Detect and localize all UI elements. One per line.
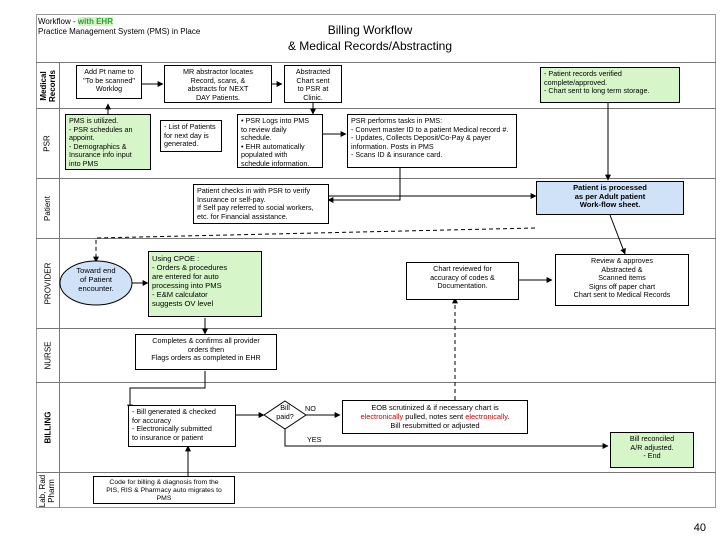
billing-reconciled-end-box: Bill reconciled A/R adjusted. - End — [610, 432, 694, 468]
nurse-confirm-orders-box: Completes & confirms all provider orders… — [135, 334, 277, 370]
billing-decision-label: Bill paid? — [276, 403, 294, 421]
lab-code-migrates-box: Code for billing & diagnosis from the PI… — [93, 476, 235, 504]
provider-start-ellipse — [59, 260, 133, 306]
lane-provider: PROVIDER — [36, 238, 716, 328]
psr-pms-utilized-box: PMS is utilized. - PSR schedules an appo… — [65, 114, 151, 170]
mr-abstractor-box: MR abstractor locates Record, scans, & a… — [164, 65, 272, 103]
arrow-pat2-to-ellipse — [93, 227, 536, 263]
patient-checks-in-box: Patient checks in with PSR to verify Ins… — [193, 184, 329, 224]
provider-encounter-label: Toward end of Patient encounter. — [76, 266, 116, 293]
billing-eob-box: EOB scrutinized & if necessary chart is … — [342, 400, 528, 434]
psr-tasks-in-pms-box: PSR performs tasks in PMS: - Convert mas… — [347, 114, 517, 168]
header-subtitle: Practice Management System (PMS) in Plac… — [38, 27, 201, 36]
lane-patient: Patient — [36, 178, 716, 238]
decision-yes-label: YES — [307, 435, 322, 444]
psr-patient-list-box: - List of Patients for next day is gener… — [160, 120, 222, 152]
header-left: Workflow - with EHR Practice Management … — [38, 17, 200, 37]
lane-billing: BILLING — [36, 382, 716, 472]
psr-logs-into-pms-box: • PSR Logs into PMS to review daily sche… — [237, 114, 323, 168]
patient-processed-box: Patient is processed as per Adult patien… — [536, 181, 684, 215]
decision-diamond — [263, 400, 307, 430]
eob-electronically-1: electronically — [360, 412, 404, 421]
decision-no-label: NO — [305, 404, 316, 413]
mr-abstracted-chart-box: Abstracted Chart sent to PSR at Clinic. — [284, 65, 342, 103]
eob-line-3: Bill resubmitted or adjusted — [390, 421, 480, 430]
eob-mid-text: pulled, notes sent — [403, 412, 466, 421]
mr-records-verified-box: - Patient records verified complete/appr… — [540, 67, 680, 103]
diagram-frame — [36, 14, 716, 508]
arrow-decision-yes-to-end — [284, 428, 609, 449]
lane-nurse: NURSE — [36, 328, 716, 382]
lane-psr: PSR — [36, 108, 716, 178]
arrow-nurse1-to-bill1 — [127, 371, 206, 411]
title-line-1: Billing Workflow — [327, 23, 413, 37]
eob-end-text: . — [507, 412, 510, 421]
lane-medical-records: Medical Records — [36, 62, 716, 108]
provider-chart-reviewed-box: Chart reviewed for accuracy of codes & D… — [406, 262, 519, 300]
provider-cpoe-box: Using CPOE : - Orders & procedures are e… — [148, 251, 262, 317]
mr-add-to-worklog-box: Add Pt name to "To be scanned" Worklog — [76, 65, 142, 99]
title-line-2: & Medical Records/Abstracting — [287, 39, 453, 53]
lane-lab-rad-pharm: Lab, Rad Pharm — [36, 472, 716, 508]
arrow-pat2-to-prov3 — [609, 214, 626, 255]
header-ehr-label: with EHR — [77, 17, 113, 26]
provider-review-approve-box: Review & approves Abstracted & Scanned i… — [555, 254, 689, 306]
eob-electronically-2: electronically — [465, 412, 508, 421]
page-title: Billing Workflow & Medical Records/Abstr… — [270, 22, 470, 54]
page-number: 40 — [693, 522, 706, 534]
eob-line-1: EOB scrutinized & if necessary chart is — [371, 403, 499, 412]
billing-bill-generated-box: - Bill generated & checked for accuracy … — [128, 405, 236, 447]
arrow-psr4-to-pat1 — [327, 168, 401, 203]
header-workflow-label: Workflow - — [38, 17, 78, 26]
eob-line-2: electronically pulled, notes sent electr… — [346, 412, 524, 421]
